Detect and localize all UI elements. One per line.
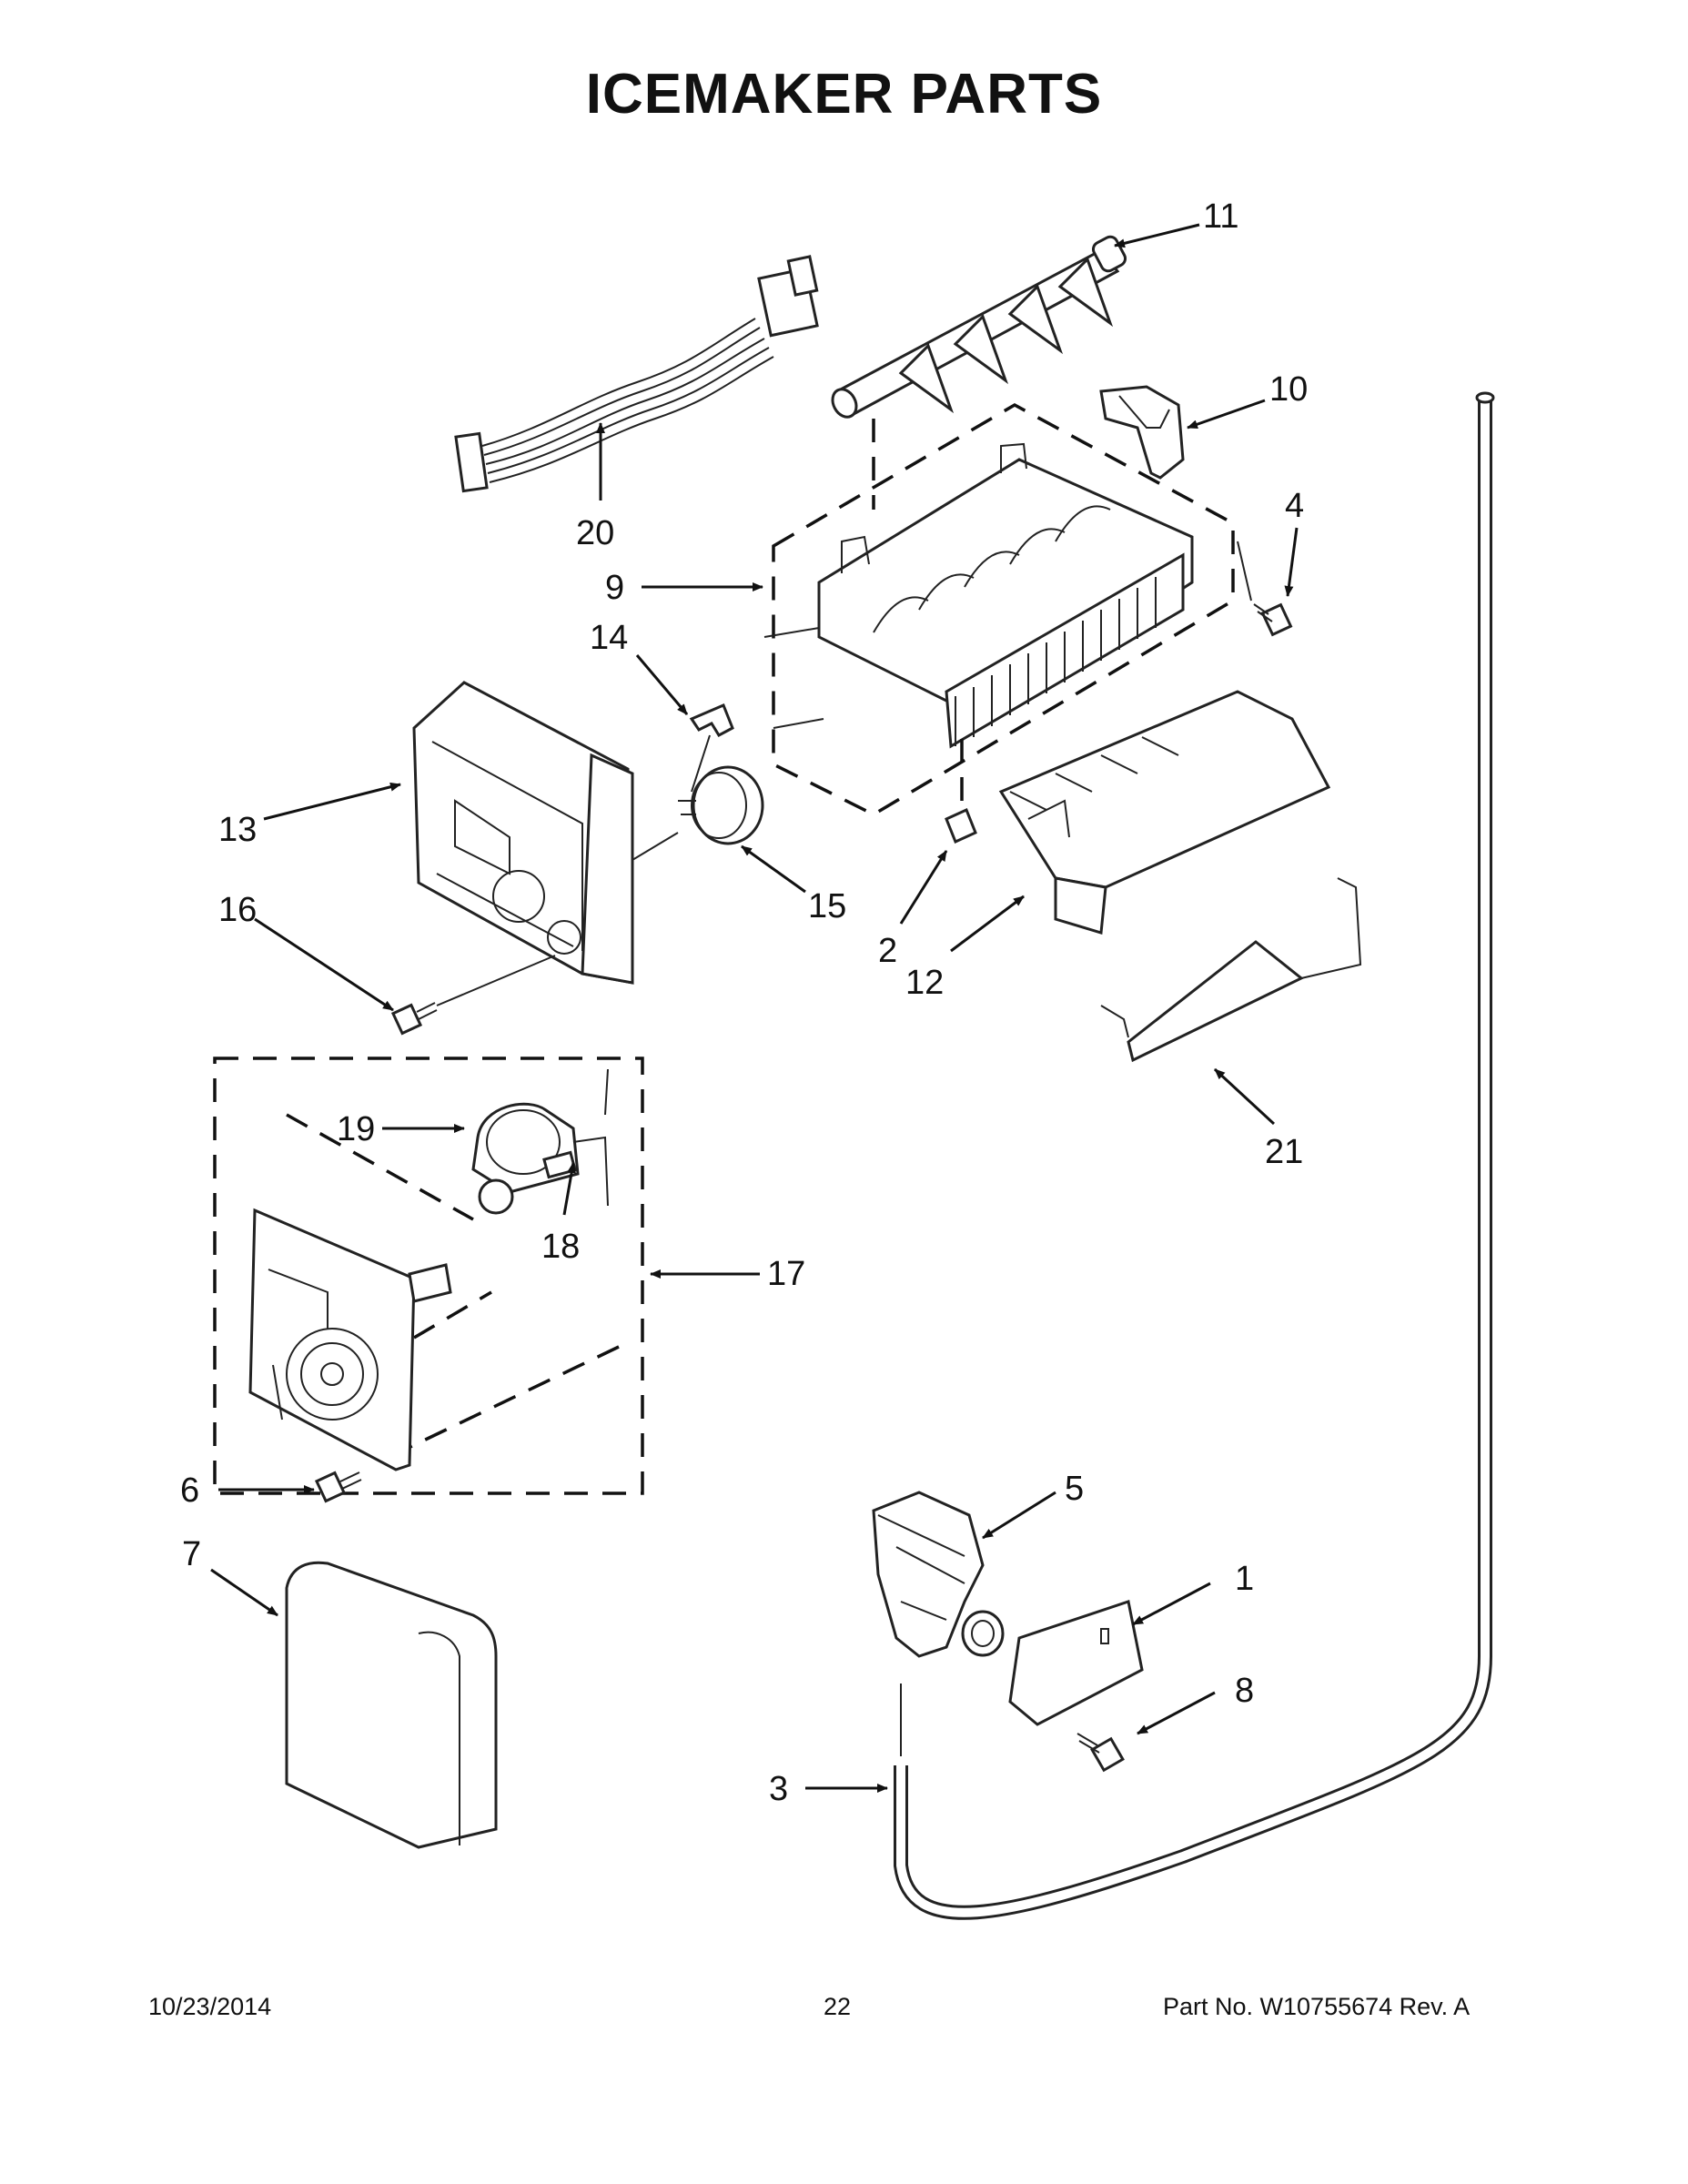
page-title: ICEMAKER PARTS (585, 63, 1103, 126)
callout-5: 5 (1065, 1470, 1084, 1508)
callout-16: 16 (218, 891, 257, 929)
clip-part-2 (945, 807, 977, 844)
callout-11: 11 (1203, 197, 1238, 236)
screw-part-16 (390, 1002, 438, 1036)
switch-part-18 (478, 1150, 577, 1215)
callout-15: 15 (808, 887, 846, 925)
screw-part-4 (1237, 541, 1293, 637)
callout-3: 3 (769, 1770, 788, 1808)
callout-20: 20 (576, 514, 614, 552)
front-cover-part (285, 1561, 498, 1849)
callout-17: 17 (767, 1255, 805, 1293)
callout-7: 7 (182, 1535, 201, 1573)
ejector-blade-part (831, 235, 1127, 419)
callout-9: 9 (605, 569, 624, 607)
callout-labels: 11 10 4 20 9 14 13 15 16 2 12 21 19 18 1… (180, 197, 1308, 1808)
clip-part-14 (689, 703, 734, 737)
water-tube-part (894, 391, 1495, 1920)
callout-10: 10 (1269, 370, 1308, 409)
callout-1: 1 (1235, 1560, 1254, 1598)
callout-8: 8 (1235, 1672, 1254, 1710)
ice-bin-part (998, 690, 1331, 935)
water-valve-part (872, 1491, 1005, 1658)
thermostat-bracket-part (1099, 385, 1185, 480)
callout-6: 6 (180, 1471, 199, 1510)
callout-4: 4 (1285, 487, 1304, 525)
control-plate-part (248, 1208, 452, 1471)
valve-bracket-part (1008, 1600, 1144, 1726)
ice-mold-part (763, 442, 1194, 749)
footer-page-number: 22 (824, 1993, 852, 2020)
callout-12: 12 (905, 964, 944, 1002)
callout-21: 21 (1265, 1133, 1303, 1171)
control-housing-part (412, 681, 634, 985)
footer-part-number: Part No. W10755674 Rev. A (1163, 1993, 1471, 2020)
callout-13: 13 (218, 811, 257, 849)
callout-18: 18 (541, 1228, 580, 1266)
screw-part-8 (1076, 1733, 1125, 1773)
leader-arrows (210, 223, 1299, 1793)
callout-19: 19 (337, 1110, 375, 1148)
shutoff-arm-part (1100, 877, 1362, 1063)
callout-2: 2 (878, 932, 897, 970)
screw-part-6 (314, 1471, 362, 1503)
callout-14: 14 (590, 619, 628, 657)
footer-date: 10/23/2014 (148, 1993, 272, 2020)
motor-part-15 (678, 765, 764, 845)
wire-harness-part (454, 255, 819, 493)
